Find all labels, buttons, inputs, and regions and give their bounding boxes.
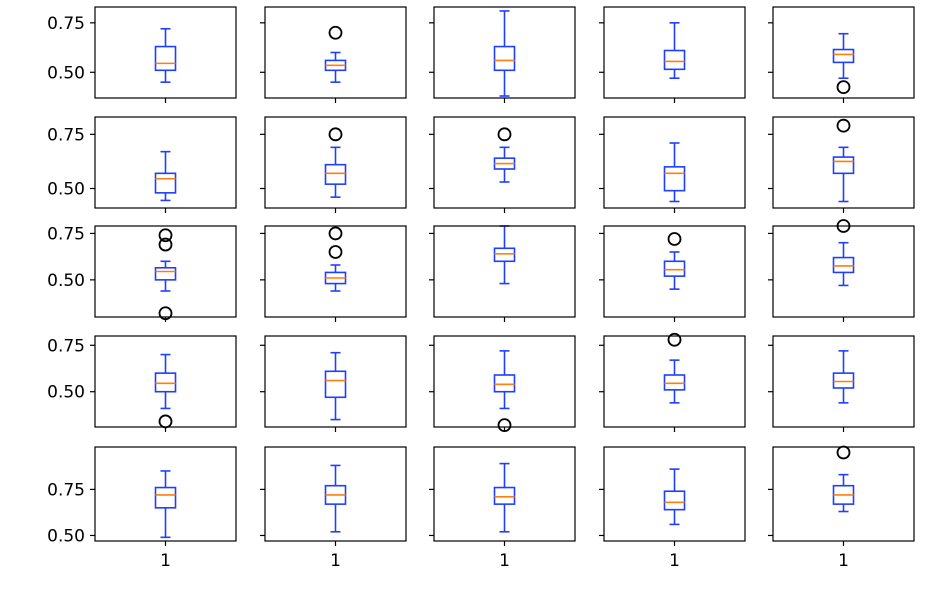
axes-frame-r4c1 (94, 335, 237, 428)
box-r2c2 (324, 163, 347, 185)
subplot-r1c4 (599, 6, 746, 103)
y-tick-label-r2c1-0: 0.50 (47, 180, 85, 200)
outlier-point-r1c5-1 (836, 80, 851, 95)
box-r1c1 (154, 45, 177, 72)
y-tick-label-r3c1-0: 0.50 (47, 271, 85, 291)
outlier-point-r1c2-1 (328, 25, 343, 40)
subplot-r4c5 (768, 335, 915, 432)
subplot-r1c5 (768, 6, 915, 103)
box-r4c5 (832, 372, 855, 389)
outlier-point-r3c1-3 (158, 228, 173, 243)
subplot-r5c3: 1 (429, 446, 576, 571)
subplot-r3c3 (429, 225, 576, 322)
axes-frame-r1c4 (603, 6, 746, 99)
subplot-r5c2: 1 (260, 446, 407, 571)
y-tick-label-r1c1-0: 0.50 (47, 63, 85, 83)
box-r5c3 (493, 486, 516, 505)
box-r3c3 (493, 247, 516, 263)
outlier-point-r2c3-1 (497, 127, 512, 142)
outlier-point-r3c2-2 (328, 226, 343, 241)
y-tick-label-r4c1-0: 0.50 (47, 383, 85, 403)
outlier-point-r5c5-1 (836, 445, 851, 460)
box-r2c5 (832, 156, 855, 175)
subplot-r5c4: 1 (599, 446, 746, 571)
subplot-r2c1: 0.50 0.75 (47, 116, 237, 213)
subplot-r3c2 (260, 225, 407, 322)
subplot-r4c3 (429, 335, 576, 433)
box-r2c1 (154, 172, 177, 194)
axes-frame-r1c1 (94, 6, 237, 99)
subplot-r3c5 (768, 219, 915, 322)
y-tick-label-r4c1-1: 0.75 (47, 336, 85, 356)
subplot-r2c5 (768, 116, 915, 213)
outlier-point-r2c5-1 (836, 118, 851, 133)
axes-frame-r4c4 (603, 335, 746, 428)
x-tick-label-r5c5: 1 (838, 551, 849, 571)
y-tick-label-r1c1-1: 0.75 (47, 14, 85, 34)
axes-frame-r2c3 (433, 116, 576, 209)
outlier-point-r3c2-1 (328, 245, 343, 259)
subplot-r3c4 (599, 225, 746, 322)
subplot-r3c1: 0.50 0.75 (47, 224, 237, 322)
x-tick-label-r5c1: 1 (160, 551, 171, 571)
box-r3c4 (663, 260, 686, 277)
box-r1c5 (832, 48, 855, 64)
box-r1c3 (493, 45, 516, 72)
y-tick-label-r5c1-0: 0.50 (47, 526, 85, 546)
subplot-r2c3 (429, 116, 576, 213)
x-tick-label-r5c4: 1 (669, 551, 680, 571)
subplot-r4c2 (260, 335, 407, 432)
axes-frame-r4c3 (433, 335, 576, 428)
box-r4c2 (324, 370, 347, 399)
subplot-r2c4 (599, 116, 746, 213)
box-r2c4 (663, 166, 686, 192)
box-r4c3 (493, 374, 516, 393)
y-tick-label-r5c1-1: 0.75 (47, 480, 85, 500)
outlier-point-r4c4-1 (667, 332, 682, 347)
y-tick-label-r3c1-1: 0.75 (47, 224, 85, 244)
subplot-r2c2 (260, 116, 407, 213)
box-r4c1 (154, 372, 177, 393)
outlier-point-r3c1-2 (158, 237, 173, 252)
y-tick-label-r2c1-1: 0.75 (47, 125, 85, 145)
subplot-r5c5: 1 (768, 445, 915, 571)
subplot-r1c3 (429, 6, 576, 103)
axes-frame-r5c5 (772, 446, 915, 542)
outlier-point-r3c4-1 (667, 232, 682, 246)
outlier-point-r4c1-1 (158, 414, 173, 429)
axes-frame-r3c5 (772, 225, 915, 318)
outlier-point-r2c2-1 (328, 127, 343, 142)
box-r3c5 (832, 256, 855, 274)
subplot-r5c1: 0.50 0.75 1 (47, 446, 237, 571)
subplot-r1c2 (260, 6, 407, 103)
subplot-r4c4 (599, 332, 746, 432)
axes-frame-r5c4 (603, 446, 746, 542)
box-r5c1 (154, 486, 177, 509)
box-r3c1 (154, 266, 177, 281)
x-tick-label-r5c2: 1 (330, 551, 341, 571)
subplot-r1c1: 0.50 0.75 (47, 6, 237, 103)
box-r4c4 (663, 374, 686, 391)
subplot-r4c1: 0.50 0.75 (47, 335, 237, 432)
axes-frame-r3c4 (603, 225, 746, 318)
x-tick-label-r5c3: 1 (499, 551, 510, 571)
box-r5c4 (663, 490, 686, 511)
box-r1c4 (663, 49, 686, 71)
axes-frame-r1c5 (772, 6, 915, 99)
